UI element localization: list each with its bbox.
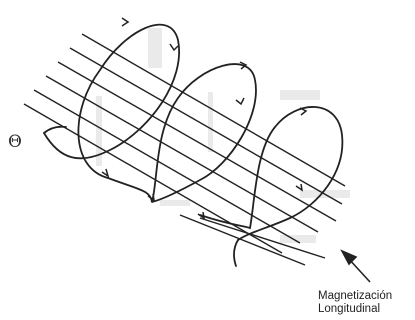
field-line [34, 90, 300, 243]
arrowhead-icon [236, 98, 244, 104]
field-line [70, 48, 342, 204]
arrowhead-icon [122, 18, 128, 26]
helical-coil [44, 25, 342, 266]
caption-pointer-arrow [342, 251, 370, 282]
arrowhead-icon [300, 108, 306, 115]
coil-lead-left [44, 127, 66, 133]
caption-line-1: Magnetización [318, 290, 392, 303]
coil-tail [234, 240, 238, 266]
theta-symbol: Θ [8, 132, 22, 152]
coil-loop-3 [200, 107, 342, 240]
field-lines [24, 34, 345, 265]
arrowhead-icon [102, 169, 108, 176]
arrowhead-icon [296, 184, 302, 190]
field-line [46, 76, 318, 232]
caption-magnetization: Magnetización Longitudinal [318, 290, 392, 316]
arrowhead-icon [170, 44, 178, 50]
caption-line-2: Longitudinal [318, 303, 392, 316]
